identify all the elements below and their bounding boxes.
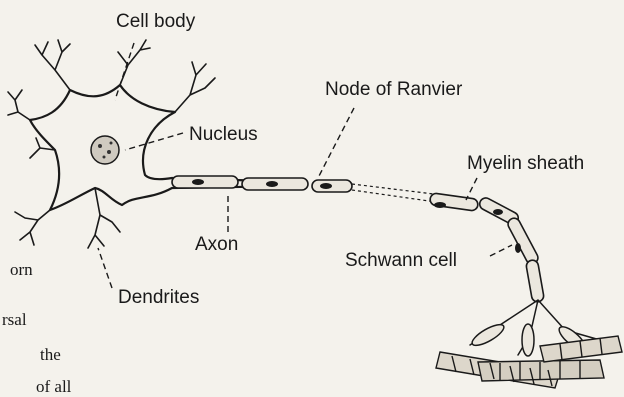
- margin-text-2: rsal: [2, 310, 27, 329]
- label-myelin-sheath: Myelin sheath: [467, 153, 584, 174]
- margin-text-1: orn: [10, 260, 33, 279]
- label-axon: Axon: [195, 234, 238, 255]
- label-node-of-ranvier: Node of Ranvier: [325, 79, 463, 100]
- nucleus: [91, 136, 119, 164]
- label-nucleus: Nucleus: [189, 124, 258, 145]
- margin-text-4: of all: [36, 377, 72, 396]
- label-schwann-cell: Schwann cell: [345, 250, 457, 271]
- cell-body: [30, 85, 300, 210]
- label-cell-body: Cell body: [116, 11, 196, 32]
- margin-text-3: the: [40, 345, 61, 364]
- label-dendrites: Dendrites: [118, 287, 199, 308]
